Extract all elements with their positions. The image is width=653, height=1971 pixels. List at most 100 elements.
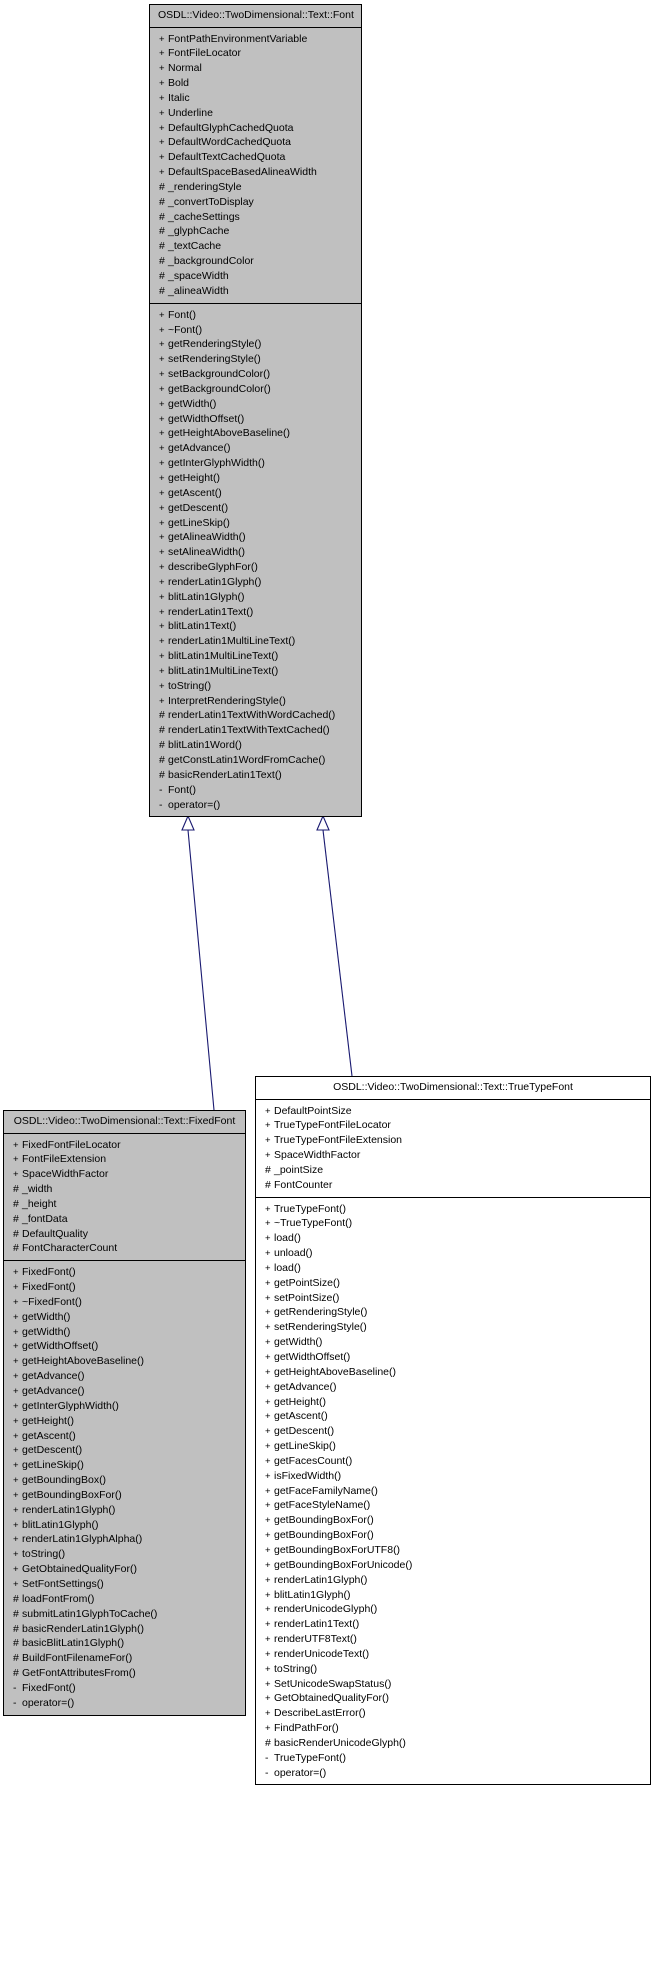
member-visibility: + <box>265 1218 271 1230</box>
member-name: _textCache <box>168 240 222 253</box>
member-name: getAdvance() <box>22 1370 85 1383</box>
inheritance-arrowhead <box>316 814 330 831</box>
member-visibility: # <box>13 1227 19 1240</box>
member-visibility: + <box>159 383 165 395</box>
member-name: GetObtainedQualityFor() <box>274 1692 389 1705</box>
member-visibility: # <box>159 240 165 253</box>
member-name: _pointSize <box>274 1163 324 1176</box>
class-member: +SetFontSettings() <box>4 1577 245 1592</box>
member-visibility: # <box>159 739 165 752</box>
class-member: #renderLatin1TextWithTextCached() <box>150 723 361 738</box>
class-member: #_alineaWidth <box>150 284 361 299</box>
member-visibility: # <box>265 1163 271 1176</box>
class-member: +getWidth() <box>150 397 361 412</box>
member-name: getBoundingBoxForUnicode() <box>274 1558 413 1571</box>
class-member: +FixedFontFileLocator <box>4 1138 245 1153</box>
class-member: +SpaceWidthFactor <box>256 1148 650 1163</box>
class-member: +FontPathEnvironmentVariable <box>150 32 361 47</box>
class-member: +getWidth() <box>4 1325 245 1340</box>
member-name: FontFileLocator <box>168 47 241 60</box>
member-visibility: # <box>265 1178 271 1191</box>
member-name: FontPathEnvironmentVariable <box>168 32 308 45</box>
member-visibility: + <box>265 1530 271 1542</box>
member-visibility: + <box>13 1169 19 1181</box>
class-member: -operator=() <box>4 1696 245 1711</box>
member-visibility: + <box>159 621 165 633</box>
member-visibility: + <box>13 1564 19 1576</box>
class-member: #_textCache <box>150 239 361 254</box>
member-visibility: + <box>13 1549 19 1561</box>
member-name: _width <box>22 1183 53 1196</box>
class-member: +DefaultTextCachedQuota <box>150 150 361 165</box>
class-box-fixedfont[interactable]: OSDL::Video::TwoDimensional::Text::Fixed… <box>3 1110 246 1716</box>
member-visibility: + <box>265 1574 271 1586</box>
member-name: getHeight() <box>168 471 220 484</box>
member-visibility: + <box>265 1500 271 1512</box>
class-member: +describeGlyphFor() <box>150 560 361 575</box>
member-visibility: + <box>265 1678 271 1690</box>
class-member: +DescribeLastError() <box>256 1706 650 1721</box>
class-member: #basicRenderLatin1Glyph() <box>4 1622 245 1637</box>
member-visibility: + <box>13 1311 19 1323</box>
member-visibility: # <box>159 709 165 722</box>
class-member: +renderLatin1Text() <box>150 605 361 620</box>
member-name: getBackgroundColor() <box>168 382 271 395</box>
member-name: unload() <box>274 1247 313 1260</box>
member-name: basicBlitLatin1Glyph() <box>22 1637 125 1650</box>
member-name: Font() <box>168 783 197 796</box>
member-name: _glyphCache <box>168 225 230 238</box>
member-name: getWidth() <box>274 1336 323 1349</box>
member-name: DefaultSpaceBasedAlineaWidth <box>168 166 317 179</box>
member-name: getHeightAboveBaseline() <box>22 1355 144 1368</box>
member-name: basicRenderUnicodeGlyph() <box>274 1736 406 1749</box>
class-member: +getHeight() <box>150 471 361 486</box>
member-visibility: + <box>13 1430 19 1442</box>
member-visibility: + <box>159 152 165 164</box>
member-visibility: + <box>265 1723 271 1735</box>
class-member: +setBackgroundColor() <box>150 367 361 382</box>
class-member: +getDescent() <box>150 501 361 516</box>
member-name: DefaultWordCachedQuota <box>168 136 291 149</box>
member-name: getWidth() <box>22 1310 71 1323</box>
member-visibility: + <box>265 1619 271 1631</box>
class-member: +renderLatin1Glyph() <box>4 1503 245 1518</box>
class-member: #_glyphCache <box>150 224 361 239</box>
class-member: +getAscent() <box>4 1429 245 1444</box>
member-visibility: + <box>13 1326 19 1338</box>
member-visibility: # <box>159 210 165 223</box>
member-visibility: + <box>265 1322 271 1334</box>
class-member: +toString() <box>256 1662 650 1677</box>
inheritance-arrowhead <box>181 814 195 831</box>
member-visibility: + <box>13 1519 19 1531</box>
member-name: GetObtainedQualityFor() <box>22 1563 137 1576</box>
member-visibility: + <box>265 1634 271 1646</box>
member-visibility: + <box>159 458 165 470</box>
member-visibility: + <box>265 1233 271 1245</box>
member-name: FontCounter <box>274 1178 333 1191</box>
class-member: #DefaultQuality <box>4 1227 245 1242</box>
member-visibility: + <box>265 1203 271 1215</box>
class-member: #getConstLatin1WordFromCache() <box>150 753 361 768</box>
class-member: +getLineSkip() <box>150 516 361 531</box>
operations-compartment-truetypefont: +TrueTypeFont()+~TrueTypeFont()+load()+u… <box>256 1196 650 1785</box>
member-visibility: + <box>13 1139 19 1151</box>
member-visibility: + <box>159 636 165 648</box>
member-name: getAdvance() <box>274 1380 337 1393</box>
member-name: setRenderingStyle() <box>274 1321 367 1334</box>
member-name: getHeightAboveBaseline() <box>168 427 290 440</box>
member-visibility: + <box>159 48 165 60</box>
class-member: #_convertToDisplay <box>150 195 361 210</box>
class-box-truetypefont[interactable]: OSDL::Video::TwoDimensional::Text::TrueT… <box>255 1076 651 1786</box>
class-member: +blitLatin1MultiLineText() <box>150 649 361 664</box>
member-name: _cacheSettings <box>168 210 240 223</box>
member-visibility: + <box>265 1337 271 1349</box>
class-box-font[interactable]: OSDL::Video::TwoDimensional::Text::Font … <box>149 4 362 818</box>
member-name: blitLatin1MultiLineText() <box>168 664 279 677</box>
member-name: TrueTypeFontFileLocator <box>274 1119 391 1132</box>
class-member: #blitLatin1Word() <box>150 738 361 753</box>
class-member: +renderUTF8Text() <box>256 1632 650 1647</box>
member-name: _spaceWidth <box>168 270 229 282</box>
member-visibility: + <box>159 137 165 149</box>
member-name: renderLatin1TextWithTextCached() <box>168 724 330 737</box>
member-visibility: # <box>159 768 165 781</box>
